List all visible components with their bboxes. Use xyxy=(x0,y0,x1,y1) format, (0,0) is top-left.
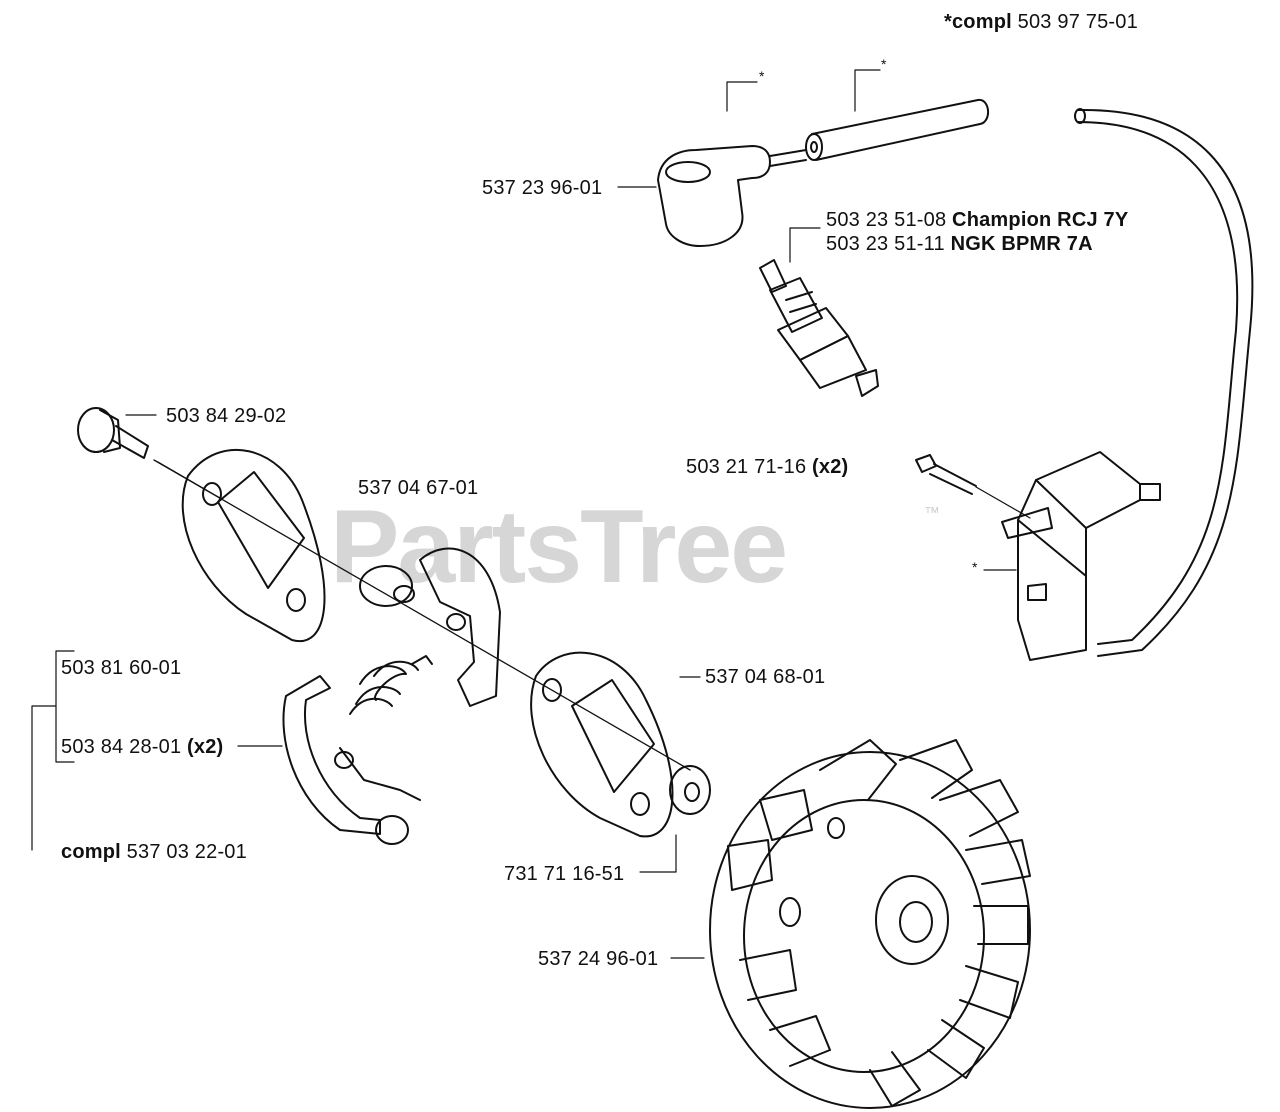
kit-marker: * xyxy=(759,68,765,84)
part-number: 503 21 71-16 xyxy=(686,456,807,478)
watermark-trademark: ™ xyxy=(924,505,940,522)
callout-spark-plug-ngk[interactable]: 503 23 51-11 NGK BPMR 7A xyxy=(826,233,1093,255)
part-number: 537 23 96-01 xyxy=(482,177,603,199)
ignition-cable xyxy=(1075,109,1252,656)
part-number: 731 71 16-51 xyxy=(504,863,625,885)
kit-marker: * xyxy=(881,56,887,72)
flywheel xyxy=(710,740,1030,1108)
part-note: Champion RCJ 7Y xyxy=(952,209,1129,231)
part-number: 537 04 68-01 xyxy=(705,666,826,688)
callout-clutch-plate[interactable]: 537 04 68-01 xyxy=(705,666,825,688)
callout-plug-cap[interactable]: 537 23 96-01 xyxy=(482,177,602,199)
part-number: 503 84 29-02 xyxy=(166,405,287,427)
spark-plug xyxy=(760,260,878,396)
part-number: 503 23 51-08 xyxy=(826,209,947,231)
part-quantity: (x2) xyxy=(812,456,849,478)
part-number: 537 03 22-01 xyxy=(126,841,247,863)
rear-clutch-plate xyxy=(531,653,672,837)
upper-clutch-shoe xyxy=(360,549,500,706)
part-number: 503 81 60-01 xyxy=(61,657,182,679)
ignition-module xyxy=(916,452,1160,660)
part-note: NGK BPMR 7A xyxy=(950,233,1093,255)
kit-header: *compl 503 97 75-01 xyxy=(944,11,1138,33)
front-clutch-plate xyxy=(183,450,325,641)
leader-lines xyxy=(32,70,1030,958)
plug-cap xyxy=(658,146,806,246)
clutch-screw xyxy=(78,408,148,458)
callout-flywheel[interactable]: 537 24 96-01 xyxy=(538,948,658,970)
callout-clutch-spring[interactable]: 503 81 60-01 xyxy=(61,657,181,679)
callout-clutch-screw[interactable]: 503 84 29-02 xyxy=(166,405,286,427)
clutch-spring xyxy=(350,656,432,714)
washer xyxy=(670,766,710,814)
callout-washer[interactable]: 731 71 16-51 xyxy=(504,863,624,885)
kit-header-number: 503 97 75-01 xyxy=(1017,11,1138,33)
callout-spark-plug-champion[interactable]: 503 23 51-08 Champion RCJ 7Y xyxy=(826,209,1128,231)
kit-header-prefix: *compl xyxy=(944,11,1012,33)
part-number: 537 04 67-01 xyxy=(358,477,479,499)
lower-clutch-shoe xyxy=(283,676,420,844)
callout-clutch-assembly[interactable]: compl 537 03 22-01 xyxy=(61,841,247,863)
callout-ignition-screw[interactable]: 503 21 71-16 (x2) xyxy=(686,456,848,478)
part-prefix: compl xyxy=(61,841,121,863)
part-number: 503 84 28-01 xyxy=(61,736,182,758)
part-number: 537 24 96-01 xyxy=(538,948,659,970)
ignition-lead-tube xyxy=(806,100,988,160)
callout-clutch-shoe-pair[interactable]: 503 84 28-01 (x2) xyxy=(61,736,223,758)
kit-marker: * xyxy=(972,559,978,575)
callout-clutch-shoe[interactable]: 537 04 67-01 xyxy=(358,477,478,499)
part-quantity: (x2) xyxy=(187,736,224,758)
part-number: 503 23 51-11 xyxy=(826,233,945,255)
